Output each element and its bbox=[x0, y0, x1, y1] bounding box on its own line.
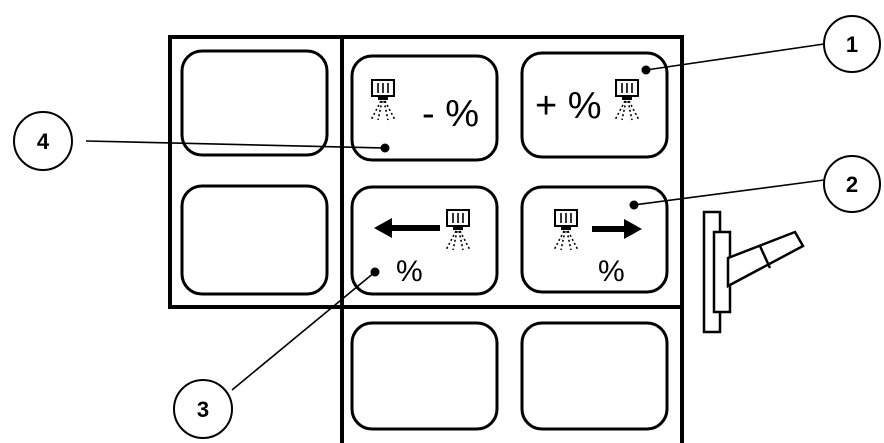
arrow-left-icon bbox=[374, 218, 440, 238]
arrow-right-icon bbox=[592, 219, 642, 239]
callout-2-leader bbox=[633, 179, 825, 206]
callout-3-leader bbox=[231, 271, 376, 391]
callout-1: 1 bbox=[823, 15, 881, 73]
key-right-side-percent[interactable]: % bbox=[520, 185, 669, 294]
callout-3-dot bbox=[370, 267, 380, 277]
callout-2: 2 bbox=[823, 155, 881, 213]
callout-2-number: 2 bbox=[846, 172, 858, 197]
key-quantity-plus[interactable]: + % bbox=[520, 51, 669, 159]
callout-3-number: 3 bbox=[197, 397, 209, 422]
callout-1-leader bbox=[645, 43, 825, 71]
toggle-switch[interactable] bbox=[702, 210, 805, 334]
callout-4: 4 bbox=[13, 111, 73, 171]
blank-key-left-bottom[interactable] bbox=[180, 184, 329, 296]
terminal-frame bbox=[168, 35, 684, 443]
blank-key-left-top[interactable] bbox=[180, 49, 329, 157]
key-quantity-minus[interactable]: - % bbox=[350, 54, 499, 162]
blank-key-bottom-left[interactable] bbox=[350, 321, 499, 431]
callout-2-dot bbox=[629, 200, 639, 210]
key-1-label: + % bbox=[535, 85, 602, 127]
callout-1-number: 1 bbox=[846, 32, 858, 57]
key-3-label: % bbox=[396, 255, 423, 288]
callout-4-number: 4 bbox=[37, 129, 50, 154]
key-left-side-percent[interactable]: % bbox=[350, 185, 499, 296]
callout-1-dot bbox=[641, 65, 651, 75]
key-2-label: % bbox=[598, 255, 625, 288]
callout-4-dot bbox=[380, 143, 390, 153]
callout-4-leader bbox=[85, 140, 386, 149]
blank-key-bottom-right[interactable] bbox=[520, 321, 669, 431]
callout-3: 3 bbox=[173, 379, 233, 439]
key-4-label: - % bbox=[422, 93, 479, 135]
